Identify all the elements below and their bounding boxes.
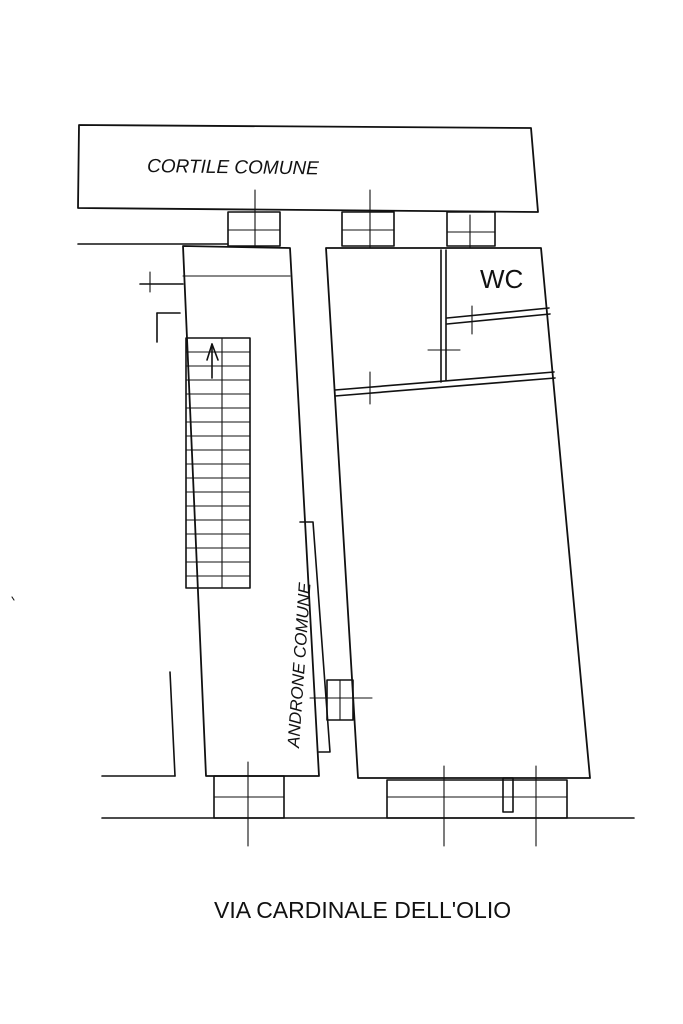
wc-label: WC (480, 264, 523, 294)
androne-comune-unit (182, 245, 331, 777)
side-opening (309, 679, 373, 721)
top-openings (227, 189, 496, 266)
main-unit (325, 247, 591, 779)
cortile-comune-area: CORTILE COMUNE (77, 124, 539, 213)
street-openings (213, 761, 568, 847)
cortile-comune-label: CORTILE COMUNE (147, 156, 319, 179)
staircase (185, 337, 251, 589)
wc-room: WC (427, 249, 551, 383)
street-name-label: VIA CARDINALE DELL'OLIO (214, 897, 511, 923)
